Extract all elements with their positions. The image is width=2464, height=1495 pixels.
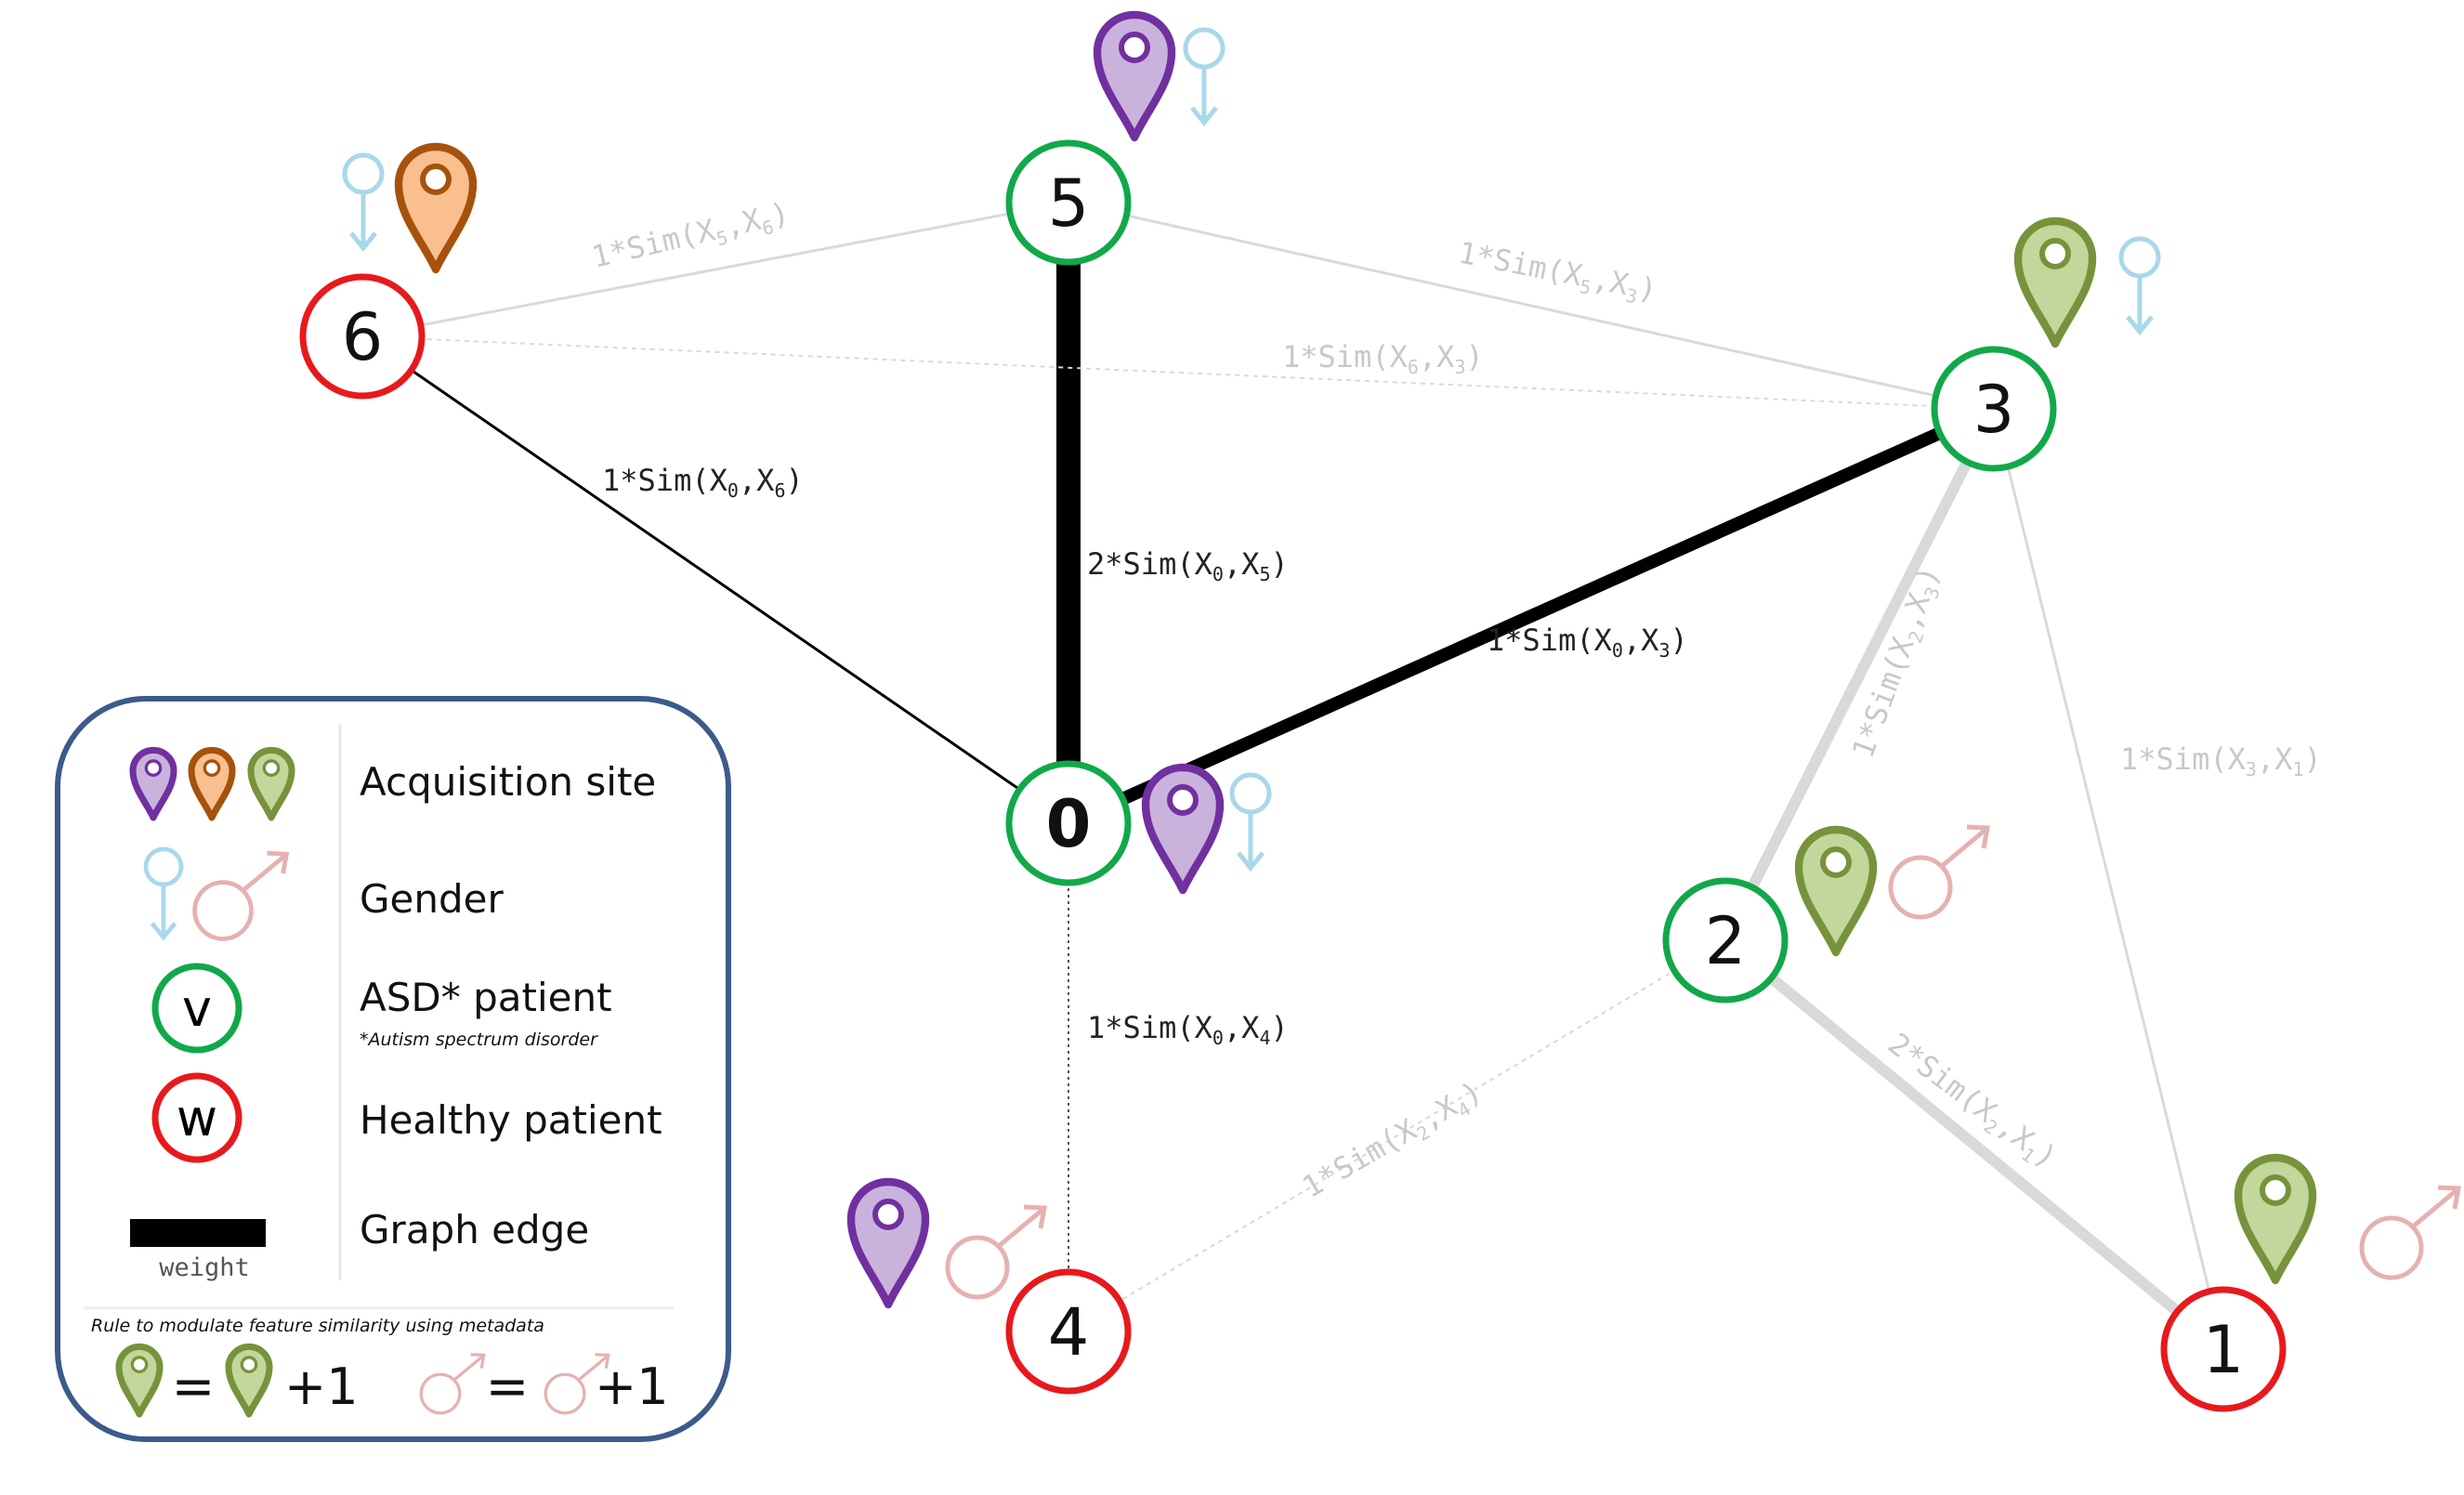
legend-asd-symbol: v: [182, 979, 212, 1038]
node-4: 4: [1005, 1268, 1132, 1395]
edge-labels-layer: 2*Sim(X0,X5) 1*Sim(X0,X3) 1*Sim(X0,X6) 1*Si…: [588, 195, 2322, 1209]
legend-pin-green-icon: [247, 746, 295, 821]
legend-panel: v w weight Acquisition site Gender ASD* …: [55, 696, 731, 1442]
legend-gender-label: Gender: [360, 876, 505, 922]
rule-male-left-icon: [419, 1353, 486, 1415]
rule-pin-right-icon: [225, 1343, 273, 1418]
node-0: 0: [1005, 760, 1132, 886]
edge-5-6: [361, 201, 1069, 338]
node-3: 3: [1931, 346, 2057, 472]
node-label: 6: [342, 299, 384, 375]
node-6: 6: [299, 273, 426, 400]
location-pin-icon: [2234, 1153, 2317, 1285]
location-pin-icon: [2013, 216, 2097, 348]
node-ring: [1931, 346, 2057, 472]
legend-rule-title: Rule to modulate feature similarity usin…: [91, 1316, 544, 1336]
edge-label-0-5: 2*Sim(X0,X5): [1087, 546, 1289, 585]
legend-asd-footnote: *Autism spectrum disorder: [360, 1029, 598, 1050]
legend-healthy-symbol: w: [177, 1089, 217, 1147]
edge-label-0-4: 1*Sim(X0,X4): [1087, 1010, 1289, 1049]
location-pin-icon: [1093, 10, 1176, 142]
legend-rule-site-plus: +1: [284, 1357, 359, 1416]
edge-0-3: [1066, 402, 1997, 830]
node-label: 4: [1048, 1294, 1090, 1370]
edge-6-3: [361, 335, 1995, 410]
node-label: 5: [1048, 165, 1090, 242]
node-label: 3: [1973, 372, 2015, 448]
node-ring: [1005, 139, 1132, 266]
edge-label-3-1: 1*Sim(X3,X1): [2120, 741, 2322, 780]
legend-rule-gender-plus: +1: [595, 1357, 669, 1416]
edges-layer: [361, 201, 2227, 1354]
edge-label-5-6: 1*Sim(X5,X6): [588, 195, 793, 279]
legend-rule-site-equals: =: [172, 1357, 216, 1417]
legend-healthy-label: Healthy patient: [360, 1097, 662, 1143]
legend-asd-ring: [151, 963, 242, 1054]
legend-edge-weight: weight: [159, 1253, 250, 1282]
node-label: 1: [2203, 1312, 2245, 1388]
legend-acquisition-site-label: Acquisition site: [360, 759, 656, 805]
female-symbol-icon: [1229, 772, 1272, 872]
edge-label-2-1: 2*Sim(X2,X1): [1880, 1026, 2064, 1178]
edge-2-1: [1722, 936, 2227, 1354]
female-symbol-icon: [2118, 236, 2161, 335]
node-5: 5: [1005, 139, 1132, 266]
location-pin-icon: [394, 142, 478, 274]
male-symbol-icon: [945, 1204, 1047, 1300]
legend-edge-label: Graph edge: [360, 1207, 589, 1252]
node-ring: [2160, 1286, 2287, 1412]
edge-5-3: [1068, 201, 1995, 411]
legend-edge-bar: [130, 1219, 266, 1247]
legend-asd-label: ASD* patient: [360, 975, 612, 1020]
node-label: 0: [1046, 786, 1092, 862]
node-ring: [1662, 877, 1789, 1003]
nodes-layer: 0 1 2 3 4 5 6: [299, 139, 2287, 1412]
legend-rule-gender-equals: =: [486, 1357, 530, 1417]
edge-label-5-3: 1*Sim(X5,X3): [1455, 235, 1660, 312]
edge-2-4: [1068, 939, 1726, 1332]
legend-male-icon: [192, 850, 290, 941]
rule-pin-left-icon: [115, 1343, 164, 1418]
node-ring: [1005, 1268, 1132, 1395]
legend-female-icon: [143, 846, 184, 941]
node-label: 2: [1705, 903, 1747, 979]
node-1: 1: [2160, 1286, 2287, 1412]
metadata-icons-layer: [342, 10, 2461, 1309]
legend-pin-orange-icon: [188, 746, 236, 821]
legend-icons: [115, 746, 610, 1418]
location-pin-icon: [1141, 763, 1225, 895]
edge-3-2: [1720, 406, 1999, 943]
male-symbol-icon: [2359, 1185, 2461, 1280]
edge-label-0-3: 1*Sim(X0,X3): [1487, 623, 1688, 662]
edge-0-6: [361, 334, 1069, 825]
female-symbol-icon: [1183, 27, 1225, 126]
edge-label-2-4: 1*Sim(X2,X4): [1296, 1074, 1490, 1209]
location-pin-icon: [1794, 825, 1878, 957]
node-2: 2: [1662, 877, 1789, 1003]
legend-pin-purple-icon: [129, 746, 177, 821]
male-symbol-icon: [1888, 824, 1990, 920]
legend-healthy-ring: [151, 1072, 242, 1163]
rule-male-right-icon: [544, 1353, 610, 1415]
edge-label-6-3: 1*Sim(X6,X3): [1282, 339, 1484, 378]
edge-label-0-6: 1*Sim(X0,X6): [602, 463, 804, 502]
node-ring: [1005, 760, 1132, 886]
edge-3-1: [1992, 408, 2225, 1350]
female-symbol-icon: [342, 152, 385, 252]
location-pin-icon: [846, 1177, 930, 1309]
node-ring: [299, 273, 426, 400]
